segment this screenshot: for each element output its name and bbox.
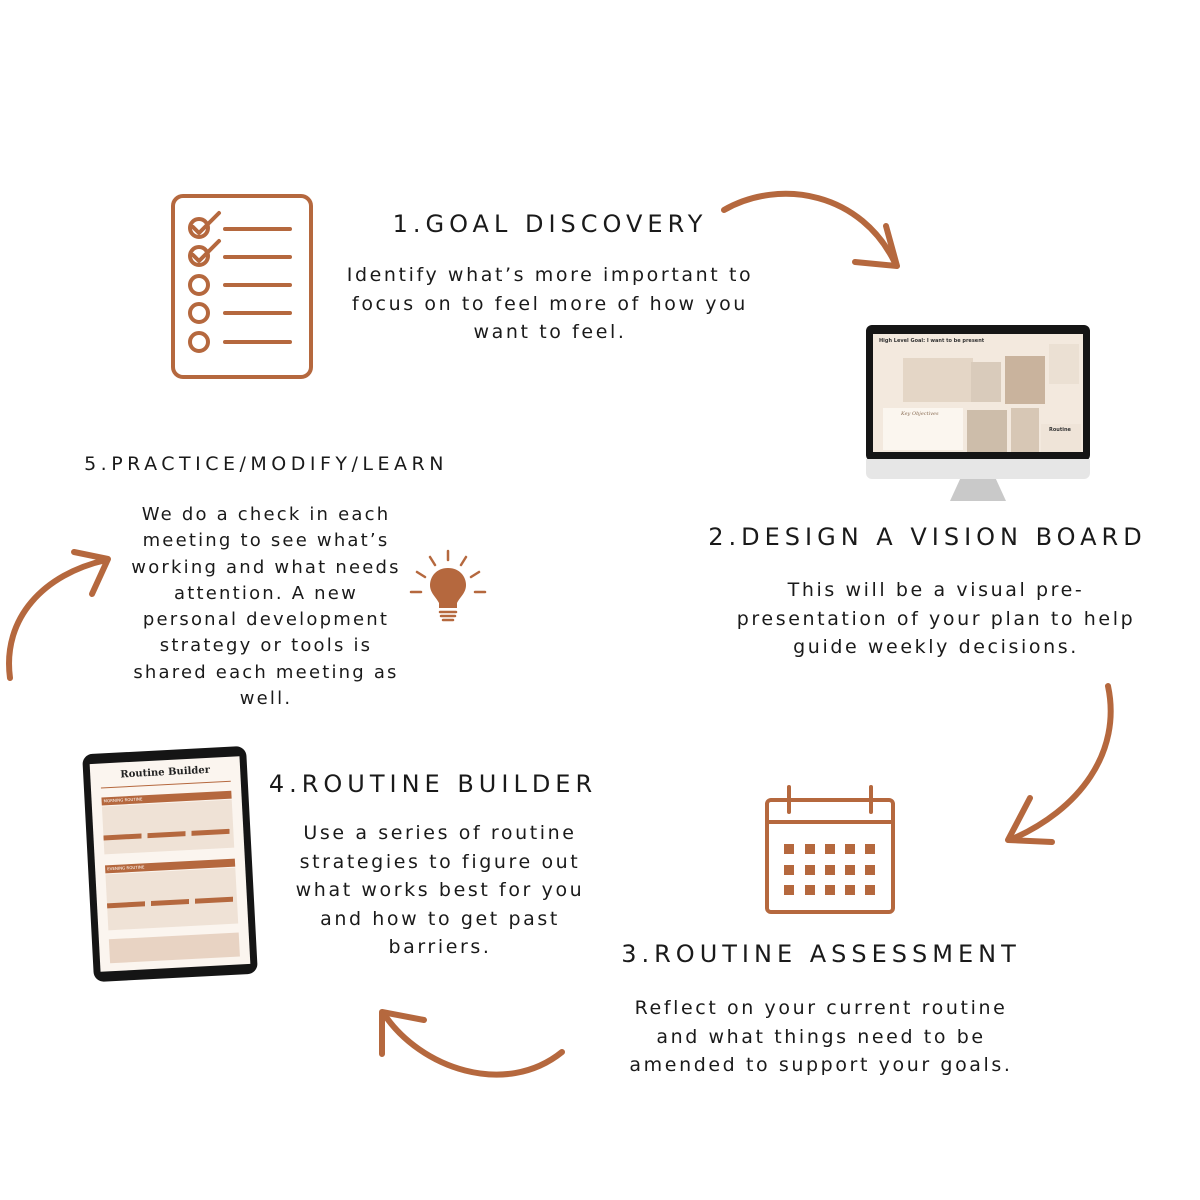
arrow-3-to-4-shaft	[381, 1011, 565, 1078]
step-2-description: This will be a visual pre- presentation …	[706, 576, 1166, 662]
step-1-line-1: Identify what’s more important to	[346, 264, 754, 286]
step-4-line-3: what works best for you	[295, 879, 585, 901]
checklist-icon	[171, 194, 313, 379]
step-2-line-1: This will be a visual pre-	[787, 579, 1085, 601]
vision-photo-bottom	[1011, 408, 1039, 452]
step-4-line-4: and how to get past	[320, 907, 560, 930]
step-5-line-5: personal development	[142, 609, 390, 631]
lightbulb-icon	[409, 549, 487, 622]
arrow-3-to-4-head	[379, 1009, 427, 1057]
monitor-stand	[950, 479, 1006, 501]
step-1-line-2: focus on to feel more of how you	[352, 292, 748, 315]
vision-photo-coffee	[967, 410, 1007, 452]
vision-objectives-card	[883, 408, 963, 450]
vision-photo-family	[1005, 356, 1045, 404]
step-3-line-3: amended to support your goals.	[629, 1054, 1013, 1076]
step-5-description: We do a check in each meeting to see wha…	[110, 502, 422, 712]
step-3-line-2: and what things need to be	[656, 1025, 986, 1048]
step-1-line-3: want to feel.	[473, 321, 627, 343]
step-4-line-2: strategies to figure out	[299, 850, 581, 873]
tablet-morning-body	[101, 799, 235, 855]
step-1-title: 1.GOAL DISCOVERY	[392, 210, 708, 238]
tablet-screen-title: Routine Builder	[120, 764, 211, 781]
monitor-screen: High Level Goal: I want to be present Ke…	[873, 334, 1083, 452]
step-5-title: 5.PRACTICE/MODIFY/LEARN	[84, 453, 448, 475]
arrow-1-to-2-head	[852, 223, 900, 269]
monitor-icon: High Level Goal: I want to be present Ke…	[866, 325, 1090, 505]
vision-routine-card	[1041, 424, 1081, 452]
step-4-description: Use a series of routine strategies to fi…	[270, 819, 610, 962]
step-3-line-1: Reflect on your current routine	[634, 997, 1008, 1019]
arrow-2-to-3-head	[1005, 795, 1055, 845]
step-4-line-1: Use a series of routine	[303, 822, 577, 844]
vision-photo-center	[971, 362, 1001, 402]
step-5-line-4: attention. A new	[174, 582, 358, 604]
vision-photo-left	[903, 358, 973, 402]
step-5-line-6: strategy or tools is	[159, 635, 373, 657]
step-4-line-5: barriers.	[388, 936, 492, 958]
calendar-icon	[765, 785, 895, 914]
tablet-notes-box	[108, 932, 240, 964]
step-5-line-3: working and what needs	[131, 556, 401, 578]
vision-photo-right	[1049, 344, 1079, 384]
step-5-line-7: shared each meeting as	[133, 661, 399, 683]
vision-objectives-label: Key Objectives	[901, 411, 939, 417]
arrow-2-to-3-shaft	[1007, 683, 1114, 843]
vision-routine-label: Routine	[1049, 427, 1071, 433]
step-2-line-3: guide weekly decisions.	[793, 636, 1079, 658]
tablet-icon: Routine Builder MORNING ROUTINE EVENING …	[82, 745, 258, 983]
lightbulb-bulb	[430, 568, 466, 608]
step-3-description: Reflect on your current routine and what…	[596, 994, 1046, 1080]
monitor-chin	[866, 459, 1090, 479]
step-5-line-8: well.	[239, 688, 293, 710]
step-5-line-1: We do a check in each	[141, 504, 391, 525]
arrow-1-to-2-shaft	[721, 190, 899, 268]
tablet-screen: Routine Builder MORNING ROUTINE EVENING …	[89, 756, 251, 972]
vision-board-headline: High Level Goal: I want to be present	[879, 338, 985, 344]
arrow-5-to-1-shaft	[6, 557, 109, 681]
step-1-description: Identify what’s more important to focus …	[320, 261, 780, 347]
step-5-line-2: meeting to see what’s	[142, 530, 390, 552]
step-4-title: 4.ROUTINE BUILDER	[268, 770, 598, 798]
arrow-5-to-1-head	[71, 549, 111, 597]
step-2-line-2: presentation of your plan to help	[736, 607, 1136, 630]
step-2-title: 2.DESIGN A VISION BOARD	[708, 523, 1147, 551]
step-3-title: 3.ROUTINE ASSESSMENT	[621, 940, 1021, 968]
tablet-title-rule	[100, 780, 231, 789]
